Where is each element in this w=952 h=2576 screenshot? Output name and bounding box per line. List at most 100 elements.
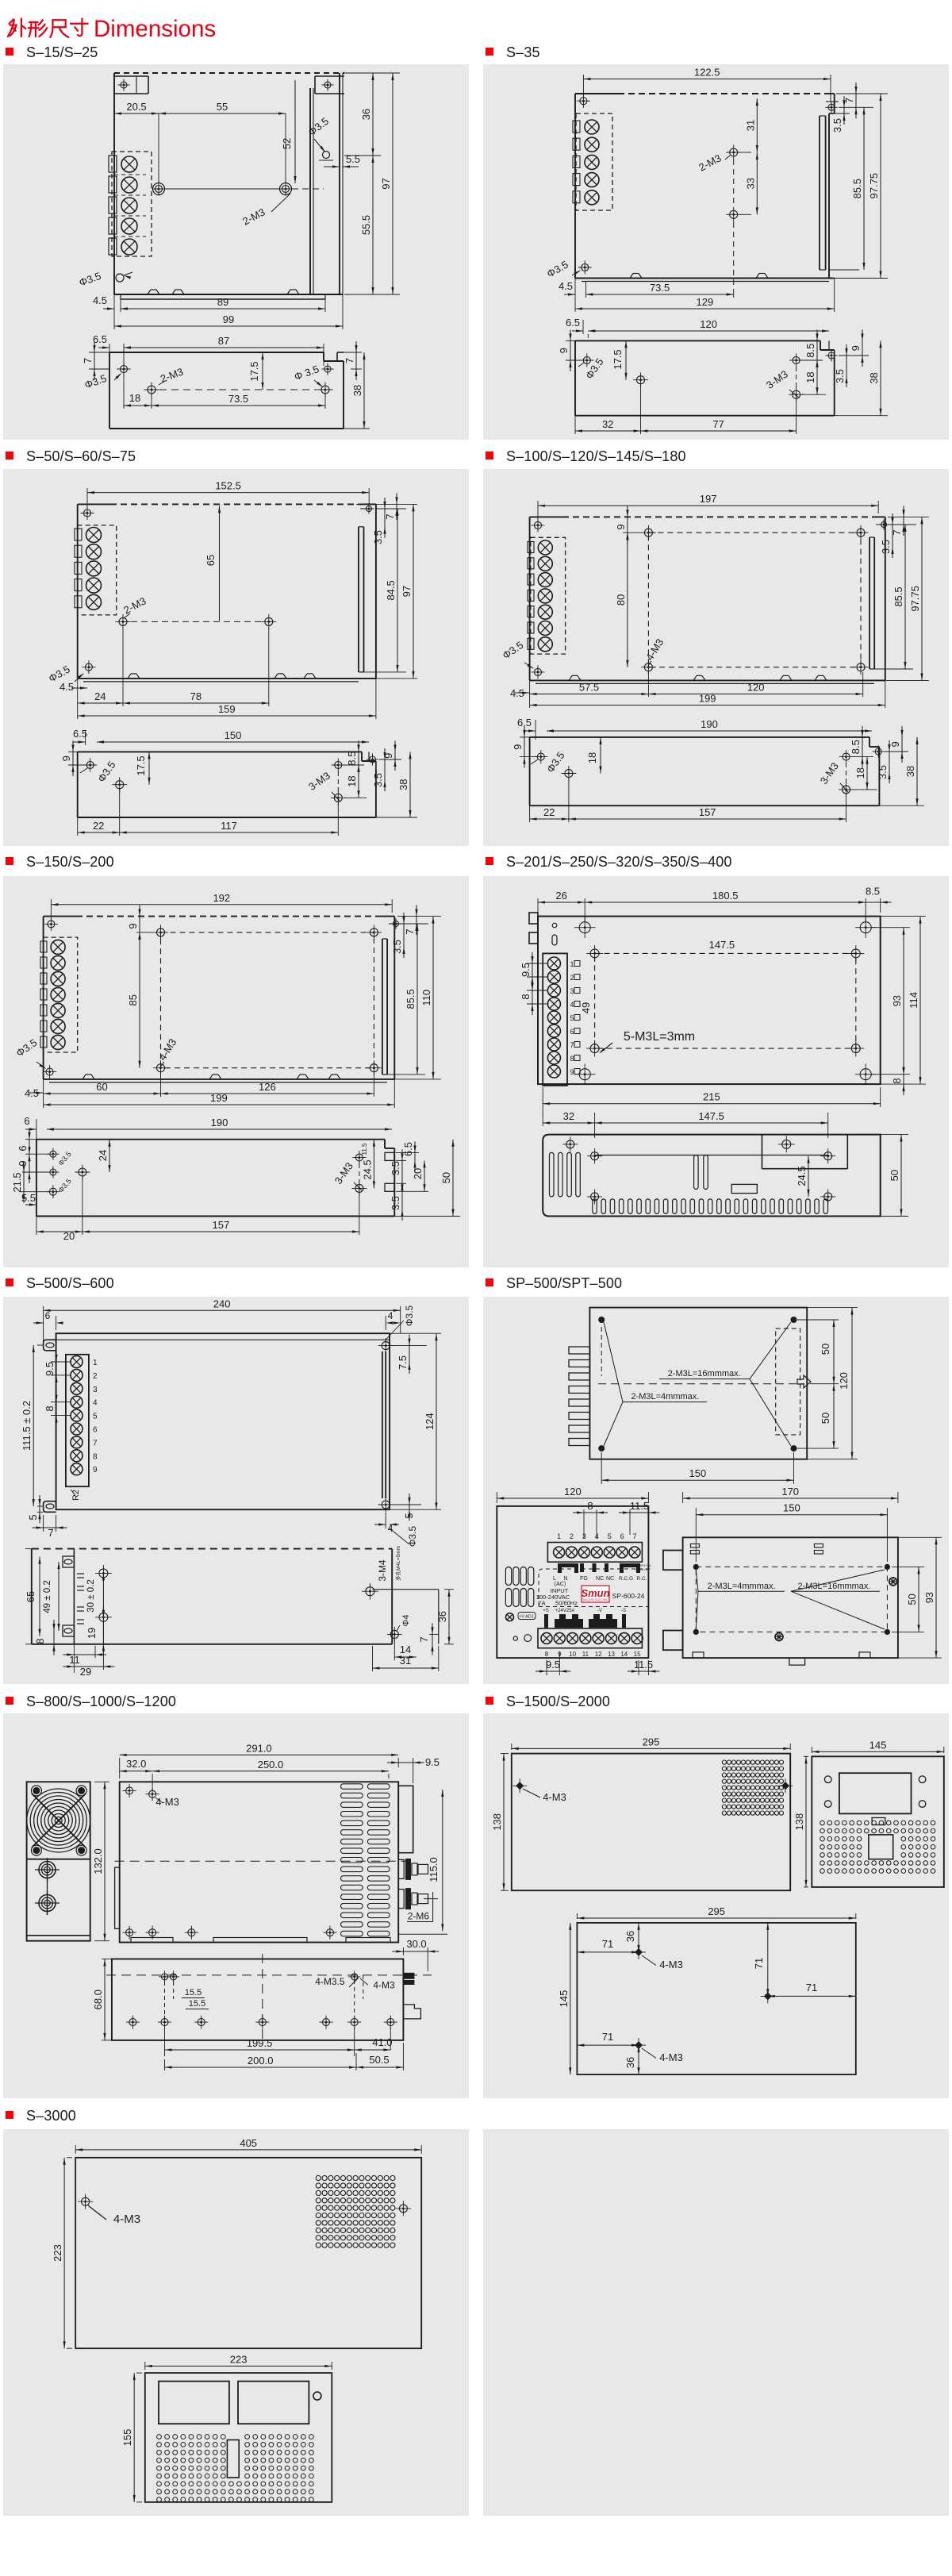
svg-text:60: 60 xyxy=(96,1081,107,1093)
svg-text:19: 19 xyxy=(86,1628,98,1639)
svg-text:7: 7 xyxy=(82,358,94,363)
svg-text:R2: R2 xyxy=(71,1490,81,1501)
svg-text:38: 38 xyxy=(397,779,409,790)
svg-text:2: 2 xyxy=(570,1532,574,1540)
svg-text:78: 78 xyxy=(190,690,202,702)
svg-text:3.5: 3.5 xyxy=(877,765,889,779)
svg-text:190: 190 xyxy=(701,718,718,730)
svg-text:50: 50 xyxy=(820,1413,831,1424)
svg-text:(AC): (AC) xyxy=(555,1582,566,1587)
svg-text:8.5: 8.5 xyxy=(346,752,358,766)
svg-text:4-M3.5: 4-M3.5 xyxy=(315,1976,345,1987)
svg-text:-S: -S xyxy=(621,1609,626,1613)
svg-text:7: 7 xyxy=(384,513,396,519)
svg-text:85.5: 85.5 xyxy=(405,989,416,1009)
svg-text:57.5: 57.5 xyxy=(579,682,599,694)
svg-text:2-M3: 2-M3 xyxy=(240,206,267,227)
svg-text:6.5: 6.5 xyxy=(517,717,532,729)
svg-text:120: 120 xyxy=(564,1486,582,1498)
svg-text:18: 18 xyxy=(129,392,140,404)
svg-text:126: 126 xyxy=(259,1081,276,1093)
svg-text:32: 32 xyxy=(563,1110,574,1122)
svg-text:30.0: 30.0 xyxy=(406,1938,426,1950)
svg-text:30 ± 0.2: 30 ± 0.2 xyxy=(86,1579,96,1612)
svg-text:3.5: 3.5 xyxy=(372,530,384,544)
svg-text:5.5: 5.5 xyxy=(21,1192,36,1204)
svg-text:7: 7 xyxy=(48,1527,53,1539)
svg-text:2-M3L=4mmmax.: 2-M3L=4mmmax. xyxy=(708,1582,776,1591)
svg-text:L: L xyxy=(553,1576,556,1582)
svg-text:147.5: 147.5 xyxy=(709,939,735,951)
svg-text:Φ3.5: Φ3.5 xyxy=(404,1305,415,1327)
svg-text:FG: FG xyxy=(580,1576,588,1582)
svg-text:114: 114 xyxy=(908,992,919,1009)
svg-text:R.C.G: R.C.G xyxy=(619,1576,633,1582)
svg-text:2-M6: 2-M6 xyxy=(408,1911,430,1922)
svg-text:52: 52 xyxy=(281,138,293,149)
svg-text:10: 10 xyxy=(569,1651,576,1658)
svg-text:6.5: 6.5 xyxy=(566,317,580,329)
svg-text:180.5: 180.5 xyxy=(712,890,739,902)
svg-text:150: 150 xyxy=(783,1502,800,1514)
svg-text:9: 9 xyxy=(93,1466,98,1474)
svg-text:129: 129 xyxy=(697,296,714,308)
svg-text:8: 8 xyxy=(545,1651,549,1658)
svg-text:9: 9 xyxy=(615,524,627,529)
svg-text:6.5: 6.5 xyxy=(73,728,87,740)
svg-text:68.0: 68.0 xyxy=(92,1990,104,2009)
svg-text:291.0: 291.0 xyxy=(246,1742,272,1754)
svg-text:24: 24 xyxy=(97,1150,109,1161)
svg-text:93: 93 xyxy=(923,1592,935,1603)
svg-text:INPUT: INPUT xyxy=(551,1587,569,1594)
svg-text:1: 1 xyxy=(570,960,574,968)
svg-text:20: 20 xyxy=(63,1230,75,1242)
svg-text:3.5: 3.5 xyxy=(391,940,403,954)
svg-text:8.5: 8.5 xyxy=(804,344,816,358)
svg-text:405: 405 xyxy=(240,2137,257,2149)
svg-text:77: 77 xyxy=(712,418,724,430)
svg-text:4: 4 xyxy=(595,1532,599,1540)
svg-text:Φ3.5: Φ3.5 xyxy=(545,258,570,279)
svg-text:49 ± 0.2: 49 ± 0.2 xyxy=(43,1580,52,1613)
svg-text:97.75: 97.75 xyxy=(868,173,880,199)
svg-text:170: 170 xyxy=(781,1486,799,1498)
svg-text:80: 80 xyxy=(615,594,627,606)
svg-text:17.5: 17.5 xyxy=(135,755,147,775)
svg-text:8: 8 xyxy=(34,1638,46,1644)
svg-text:7: 7 xyxy=(632,1532,636,1540)
svg-text:3: 3 xyxy=(570,987,574,995)
svg-text:145: 145 xyxy=(558,1990,570,2008)
svg-text:7: 7 xyxy=(344,358,355,363)
svg-text:50: 50 xyxy=(889,1170,900,1181)
svg-text:120: 120 xyxy=(747,682,765,694)
svg-text:18: 18 xyxy=(346,775,358,786)
svg-text:3.5: 3.5 xyxy=(390,1161,401,1175)
svg-text:50.5: 50.5 xyxy=(369,2054,389,2066)
svg-text:N: N xyxy=(563,1576,567,1582)
svg-text:71: 71 xyxy=(602,1938,613,1950)
svg-text:NC: NC xyxy=(606,1576,614,1582)
svg-text:85.5: 85.5 xyxy=(851,179,863,198)
svg-text:Φ3.5: Φ3.5 xyxy=(407,1526,418,1548)
svg-text:190: 190 xyxy=(211,1117,228,1128)
svg-text:4-M3: 4-M3 xyxy=(113,2213,140,2226)
svg-text:71: 71 xyxy=(753,1958,765,1969)
svg-text:4-M3: 4-M3 xyxy=(659,2051,683,2063)
svg-text:120: 120 xyxy=(700,318,717,330)
svg-text:295: 295 xyxy=(643,1736,660,1747)
svg-text:157: 157 xyxy=(213,1219,230,1231)
svg-text:138: 138 xyxy=(491,1813,503,1831)
svg-text:84.5: 84.5 xyxy=(385,580,397,600)
svg-text:5: 5 xyxy=(570,1014,574,1022)
svg-text:5-M3L=3mm: 5-M3L=3mm xyxy=(624,1030,695,1044)
svg-text:Φ3.5: Φ3.5 xyxy=(57,1177,73,1194)
svg-text:73.5: 73.5 xyxy=(650,282,670,294)
svg-text:3.5: 3.5 xyxy=(831,118,843,133)
svg-text:9.5: 9.5 xyxy=(520,963,532,977)
svg-text:152.5: 152.5 xyxy=(215,480,241,492)
svg-text:73.5: 73.5 xyxy=(228,393,248,405)
svg-text:OPEN:OFF: OPEN:OFF xyxy=(635,1567,651,1571)
svg-text:5.5: 5.5 xyxy=(346,153,360,165)
svg-text:2: 2 xyxy=(93,1372,98,1381)
svg-text:3.5: 3.5 xyxy=(372,773,384,787)
